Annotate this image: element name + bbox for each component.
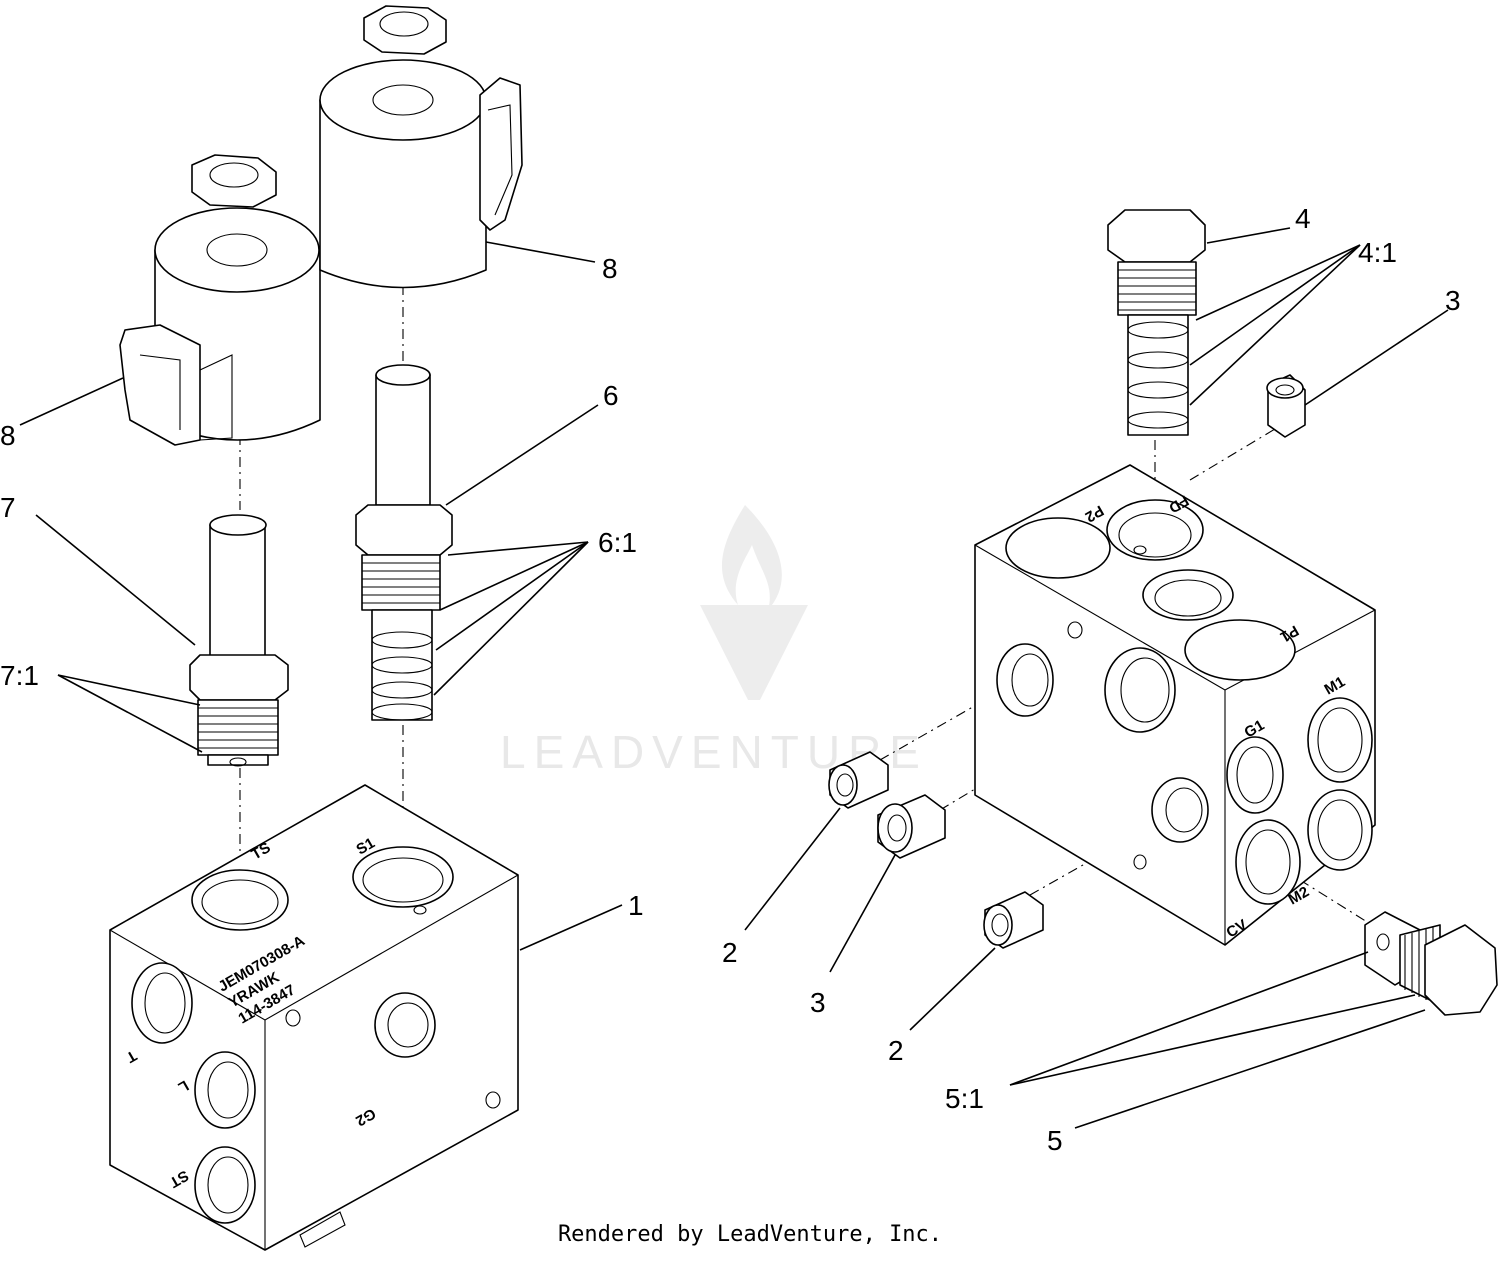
port-label-p1: P1 — [1277, 622, 1301, 646]
axis-line — [1189, 419, 1291, 481]
manifold-block-left — [109, 784, 519, 1251]
callout-4: 4 — [1295, 203, 1311, 234]
cartridge-valve-6 — [355, 364, 453, 721]
cartridge-valve-4 — [1107, 209, 1206, 436]
solenoid-coil-right — [319, 5, 523, 289]
plug-3-top — [1266, 374, 1306, 438]
plug-2-lower — [983, 891, 1044, 949]
manifold-block-right — [974, 464, 1376, 946]
plug-3-middle — [877, 794, 946, 859]
callout-2-left: 2 — [722, 937, 738, 968]
cartridge-valve-5 — [1364, 911, 1498, 1016]
leader-lines — [19, 227, 1449, 1129]
callout-6: 6 — [603, 380, 619, 411]
callout-4-1: 4:1 — [1358, 237, 1397, 268]
callout-8-left: 8 — [0, 420, 16, 451]
solenoid-coil-left — [119, 154, 321, 446]
callout-5: 5 — [1047, 1125, 1063, 1156]
callout-2-lower: 2 — [888, 1035, 904, 1066]
port-label-s1: S1 — [354, 835, 378, 859]
callout-6-1: 6:1 — [598, 527, 637, 558]
callout-3-top: 3 — [1445, 285, 1461, 316]
axis-line — [1299, 879, 1381, 931]
cartridge-valve-7 — [189, 514, 289, 767]
plug-2-upper — [828, 751, 889, 809]
axis-line — [1029, 809, 1181, 896]
callout-3-middle: 3 — [810, 987, 826, 1018]
callout-7: 7 — [0, 492, 16, 523]
port-label-p2: P2 — [1082, 502, 1106, 526]
callout-5-1: 5:1 — [945, 1083, 984, 1114]
callout-1: 1 — [628, 890, 644, 921]
callout-8-right: 8 — [602, 253, 618, 284]
watermark: LEADVENTURE — [500, 505, 920, 778]
callout-7-1: 7:1 — [0, 660, 39, 691]
footer-credit: Rendered by LeadVenture, Inc. — [557, 1222, 943, 1247]
